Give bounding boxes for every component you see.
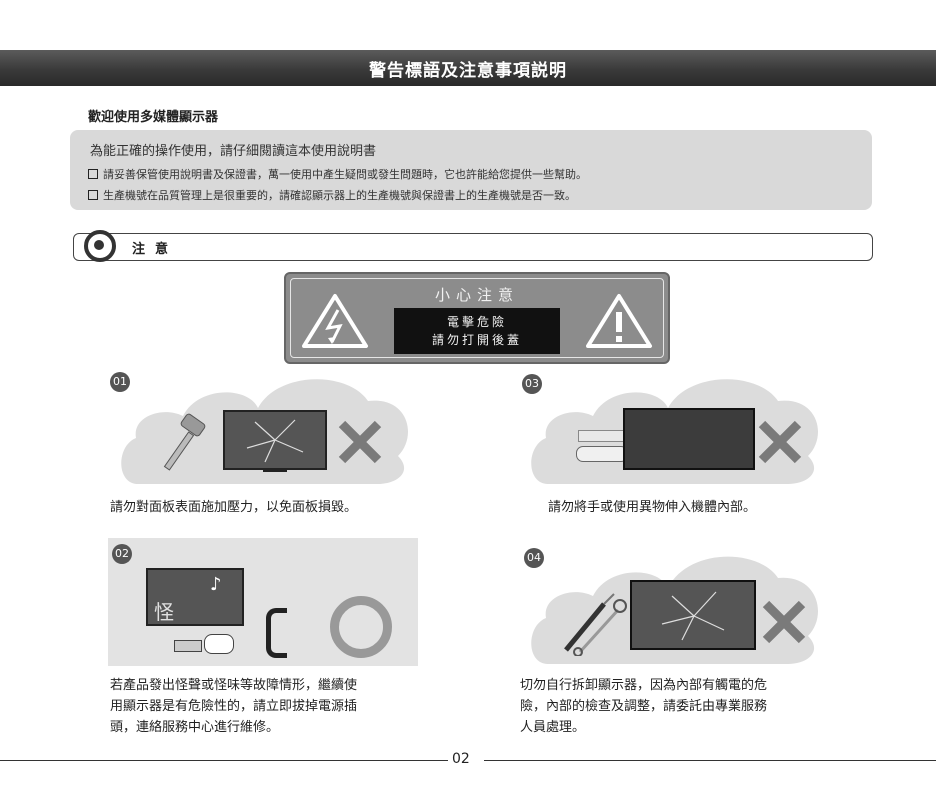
caption-line: 人員處理。 xyxy=(520,720,586,735)
phone-icon xyxy=(266,608,287,658)
info-bullet-text: 請妥善保管使用說明書及保證書，萬一使用中產生疑問或發生問題時，它也許能給您提供一… xyxy=(103,168,587,181)
step-number: 04 xyxy=(524,548,544,568)
hammer-icon xyxy=(163,413,206,471)
step-number: 03 xyxy=(522,374,542,394)
warning-line-2: 請勿打開後蓋 xyxy=(431,333,522,347)
scene-03: 03 xyxy=(518,366,828,486)
tv-screen: 怪 ♪ xyxy=(146,568,244,626)
info-bullet-text: 生產機號在品質管理上是很重要的，請確認顯示器上的生產機號與保證書上的生產機號是否… xyxy=(103,189,576,202)
step-number: 02 xyxy=(112,544,132,564)
caption-04: 切勿自行拆卸顯示器，因為內部有觸電的危 險，內部的檢查及調整，請委託由專業服務 … xyxy=(520,675,767,738)
cross-icon xyxy=(338,420,382,464)
checkbox-icon xyxy=(88,190,98,200)
caption-03: 請勿將手或使用異物伸入機體內部。 xyxy=(548,500,757,515)
info-lead: 為能正確的操作使用，請仔細閱讀這本使用說明書 xyxy=(90,144,377,159)
electric-shock-icon xyxy=(302,294,368,348)
info-bullet-2: 生產機號在品質管理上是很重要的，請確認顯示器上的生產機號與保證書上的生產機號是否… xyxy=(88,187,576,203)
warning-line-1: 電擊危險 xyxy=(446,315,507,329)
cross-icon xyxy=(758,420,802,464)
caption-line: 若產品發出怪聲或怪味等故障情形，繼續使 xyxy=(110,678,358,693)
crack-icon xyxy=(661,591,725,641)
warning-heading: 小心注意 xyxy=(434,286,519,304)
step-number: 01 xyxy=(110,372,130,392)
tv-screen xyxy=(223,410,327,470)
page-title: 警告標語及注意事項説明 xyxy=(369,61,567,81)
strange-char: 怪 xyxy=(154,600,174,624)
warning-label: 小心注意 電擊危險 請勿打開後蓋 xyxy=(284,272,670,364)
header-banner: 警告標語及注意事項説明 xyxy=(0,50,936,86)
tv-stand xyxy=(263,469,287,472)
music-note-icon: ♪ xyxy=(210,574,222,595)
notice-label: 注意 xyxy=(132,242,179,257)
footer-rule-right xyxy=(484,760,936,761)
caption-01: 請勿對面板表面施加壓力，以免面板損毀。 xyxy=(110,500,358,515)
circle-ok-icon xyxy=(330,596,392,658)
caption-line: 用顯示器是有危險性的，請立即拔掉電源插 xyxy=(110,699,358,714)
caption-02: 若產品發出怪聲或怪味等故障情形，繼續使 用顯示器是有危險性的，請立即拔掉電源插 … xyxy=(110,675,357,738)
caption-line: 頭，連絡服務中心進行維修。 xyxy=(110,720,280,735)
crack-icon xyxy=(246,419,304,463)
info-bullet-1: 請妥善保管使用說明書及保證書，萬一使用中產生疑問或發生問題時，它也許能給您提供一… xyxy=(88,166,587,182)
caption-line: 切勿自行拆卸顯示器，因為內部有觸電的危 xyxy=(520,678,768,693)
hand-icon xyxy=(576,446,628,462)
screwdriver-wrench-icon xyxy=(564,593,627,656)
notice-bar: 注意 xyxy=(73,230,873,262)
checkbox-icon xyxy=(88,169,98,179)
exclamation-icon xyxy=(586,294,652,348)
welcome-heading: 歡迎使用多媒體顯示器 xyxy=(88,110,219,125)
warning-frame xyxy=(290,278,664,358)
page-number: 02 xyxy=(452,751,470,767)
scene-04: 04 xyxy=(518,538,828,666)
attention-icon xyxy=(84,230,116,262)
tv-screen xyxy=(623,408,755,470)
scene-02: 02 怪 ♪ xyxy=(108,538,418,666)
caption-line: 險，內部的檢查及調整，請委託由專業服務 xyxy=(520,699,768,714)
cross-icon xyxy=(762,600,806,644)
power-outlet-icon xyxy=(174,640,202,652)
warning-black-panel: 電擊危險 請勿打開後蓋 xyxy=(394,308,560,354)
hand-icon xyxy=(204,634,234,654)
scene-01: 01 xyxy=(108,366,418,486)
footer-rule-left xyxy=(0,760,448,761)
tv-screen xyxy=(630,580,756,650)
info-box: 為能正確的操作使用，請仔細閱讀這本使用說明書 請妥善保管使用說明書及保證書，萬一… xyxy=(70,130,872,210)
